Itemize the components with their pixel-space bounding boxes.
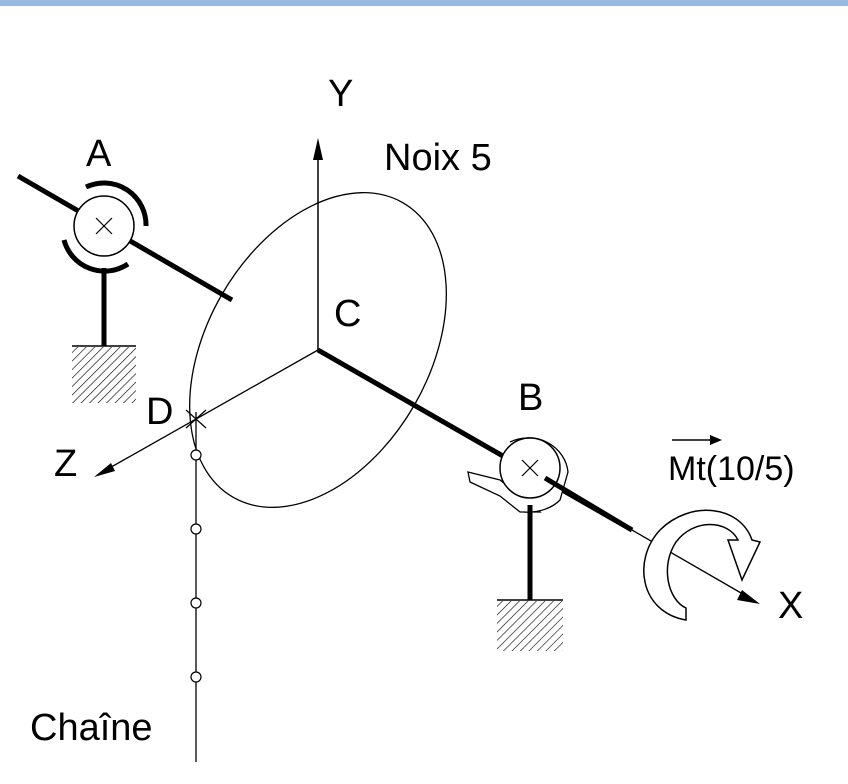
chain xyxy=(190,412,202,762)
wheel-label: Noix 5 xyxy=(384,137,492,179)
point-c-label: C xyxy=(334,293,361,335)
point-d-marker xyxy=(185,409,207,429)
bearing-a xyxy=(61,180,149,403)
y-axis-label: Y xyxy=(328,73,353,115)
bearing-b xyxy=(467,437,634,651)
torque-vector-arrow xyxy=(672,435,722,445)
z-axis-label: Z xyxy=(54,443,77,485)
point-a-label: A xyxy=(86,133,112,175)
z-axis xyxy=(94,349,319,477)
top-accent-bar xyxy=(0,0,848,6)
point-b-label: B xyxy=(518,377,543,419)
point-d-label: D xyxy=(146,391,173,433)
torque-arrow xyxy=(643,509,762,621)
torque-label: Mt(10/5) xyxy=(668,450,795,488)
y-axis xyxy=(313,138,323,350)
x-axis-label: X xyxy=(778,585,803,627)
chain-label: Chaîne xyxy=(30,707,153,749)
